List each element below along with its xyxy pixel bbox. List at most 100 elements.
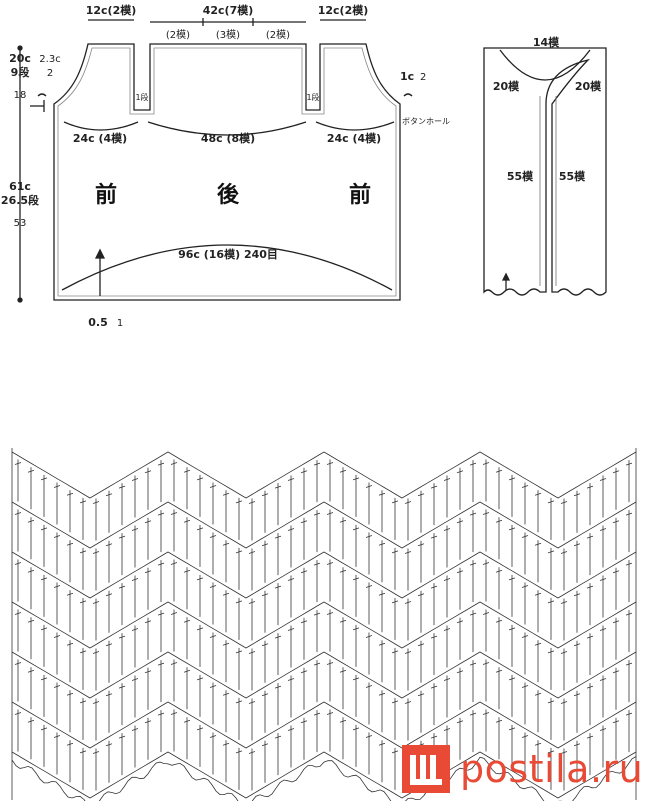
stitch-crossbar [92,551,100,554]
top-left-width: 12c(2模) [86,3,137,17]
stitch-crossbar [27,519,35,523]
stitch-crossbar [313,562,321,566]
stitch-crossbar [404,501,412,504]
stitch-crossbar [40,477,48,481]
edging-top: 14模 [533,35,560,49]
stitch-crossbar [469,612,477,616]
stitch-crossbar [313,662,321,666]
stitch-crossbar [105,693,113,697]
body-height-count: 53 [14,218,27,229]
stitch-crossbar [378,542,386,546]
stitch-crossbar [469,512,477,516]
stitch-crossbar [456,470,464,474]
stitch-crossbar [196,677,204,681]
stitch-crossbar [469,662,477,666]
stitch-crossbar [313,512,321,516]
stitch-crossbar [391,750,399,754]
stitch-crossbar [469,712,477,716]
stitch-crossbar [53,485,61,488]
stitch-crossbar [612,620,620,624]
stitch-crossbar [521,585,529,588]
vest-schematic [17,18,413,303]
stitch-crossbar [560,701,568,704]
button-hole-label: ボタンホール [402,117,450,126]
stitch-crossbar [14,712,22,715]
stitch-crossbar [482,462,490,465]
stitch-crossbar [79,550,87,554]
stitch-crossbar [79,500,87,504]
stitch-crossbar [508,527,516,531]
stitch-crossbar [573,743,581,747]
stitch-crossbar [573,493,581,497]
stitch-crossbar [482,512,490,515]
stitch-crossbar [53,585,61,588]
stitch-crossbar [248,501,256,504]
stitch-crossbar [27,619,35,623]
stitch-crossbar [404,601,412,604]
stitch-crossbar [352,627,360,631]
stitch-crossbar [521,635,529,638]
stitch-crossbar [352,727,360,731]
stitch-crossbar [222,692,230,696]
stitch-crossbar [599,478,607,481]
stitch-crossbar [586,485,594,489]
stitch-crossbar [14,612,22,615]
stitch-crossbar [209,735,217,738]
stitch-crossbar [560,601,568,604]
stitch-crossbar [599,528,607,531]
stitch-crossbar [378,692,386,696]
stitch-crossbar [196,477,204,481]
stitch-crossbar [209,685,217,688]
stitch-crossbar [209,585,217,588]
stitch-crossbar [287,578,295,581]
stitch-crossbar [625,662,633,666]
stitch-crossbar [235,500,243,504]
stitch-crossbar [131,528,139,531]
stitch-crossbar [79,600,87,604]
stitch-crossbar [391,650,399,654]
stitch-crossbar [612,670,620,674]
stitch-crossbar [222,492,230,496]
stitch-crossbar [131,578,139,581]
stitch-crossbar [391,600,399,604]
stitch-crossbar [66,742,74,746]
stitch-crossbar [326,512,334,515]
stitch-crossbar [53,635,61,638]
stitch-crossbar [391,550,399,554]
edging-left-side: 55模 [507,169,534,183]
stitch-crossbar [118,635,126,639]
stitch-crossbar [40,627,48,631]
stitch-crossbar [92,701,100,704]
stitch-crossbar [547,650,555,654]
stitch-crossbar [378,642,386,646]
stitch-crossbar [339,569,347,573]
stitch-crossbar [40,527,48,531]
stitch-crossbar [352,527,360,531]
watermark: postila.ru [402,741,643,797]
stitch-crossbar [105,593,113,597]
stitch-crossbar [573,643,581,647]
stitch-crossbar [326,712,334,715]
stitch-crossbar [287,678,295,681]
stitch-crossbar [118,585,126,589]
stitch-crossbar [430,535,438,539]
stitch-crossbar [183,519,191,523]
stitch-crossbar [482,662,490,665]
stitch-crossbar [547,700,555,704]
stitch-crossbar [261,643,269,647]
stitch-crossbar [521,485,529,488]
stitch-crossbar [339,619,347,623]
stitch-crossbar [573,543,581,547]
left-dim-b: 18 [14,90,27,101]
stitch-crossbar [14,662,22,665]
stitch-crossbar [66,642,74,646]
stitch-crossbar [261,743,269,747]
edging-outline [483,47,607,296]
stitch-crossbar [469,462,477,466]
stitch-crossbar [157,612,165,616]
stitch-crossbar [222,542,230,546]
stitch-crossbar [378,492,386,496]
stitch-crossbar [144,670,152,674]
stitch-crossbar [157,712,165,716]
front-left-label: 前 [95,182,117,208]
